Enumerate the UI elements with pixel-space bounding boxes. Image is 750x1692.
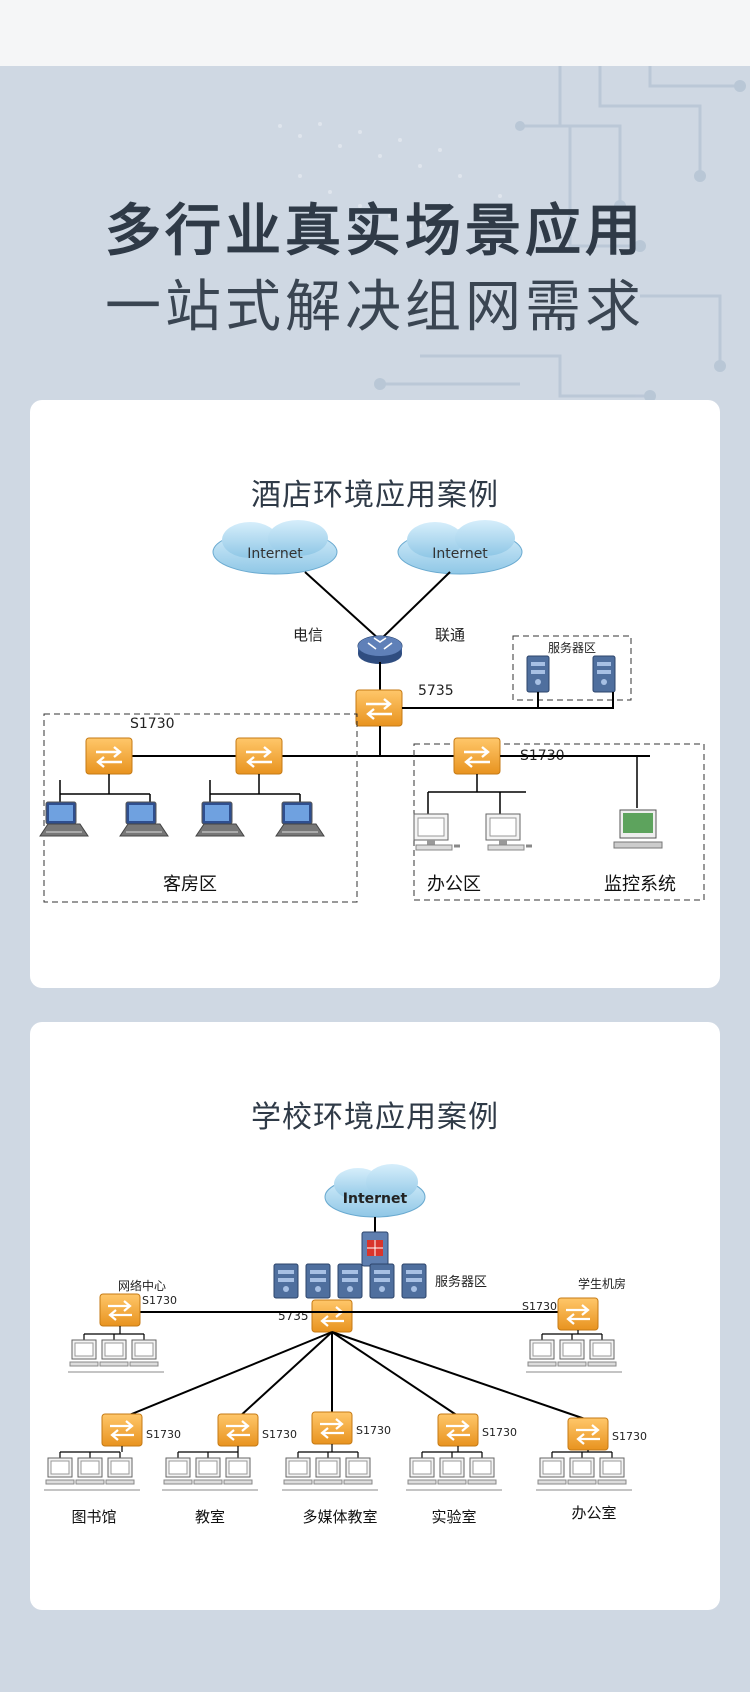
laptop-icon [275, 801, 325, 837]
access-switch-icon [234, 736, 284, 776]
server-zone-box [512, 635, 632, 701]
hotel-case-card: 酒店环境应用案例 [30, 400, 720, 988]
site-multimedia-label: 多媒体教室 [302, 1508, 377, 1526]
switch-label: S1730 [482, 1426, 517, 1439]
server-icon [337, 1263, 363, 1299]
internet-cloud-right: Internet [397, 520, 523, 575]
server-zone-label: 服务器区 [435, 1274, 487, 1290]
server-icon [526, 655, 550, 693]
school-case-title: 学校环境应用案例 [251, 1100, 499, 1135]
switch-icon [100, 1412, 144, 1448]
pc-group [526, 1334, 622, 1372]
server-zone-label: 服务器区 [548, 640, 596, 655]
server-icon [592, 655, 616, 693]
pc-group [68, 1334, 164, 1372]
circuit-decoration [278, 66, 746, 402]
desktop-pc-icon [484, 812, 534, 852]
school-case-card: 学校环境应用案例 [30, 1022, 720, 1610]
monitoring-station-icon [613, 809, 663, 849]
internet-label-right: Internet [432, 546, 488, 562]
core-switch-icon [354, 688, 404, 728]
pc-group [162, 1452, 258, 1490]
desktop-pc-icon [412, 812, 462, 852]
site-classroom-label: 教室 [195, 1508, 225, 1526]
headline-line1: 多行业真实场景应用 [105, 199, 645, 264]
zone-office-label: 办公区 [427, 874, 481, 895]
headline-line2: 一站式解决组网需求 [105, 275, 645, 340]
pc-group [536, 1452, 632, 1490]
internet-label-left: Internet [247, 546, 303, 562]
laptop-icon [119, 801, 169, 837]
access-switch-icon [84, 736, 134, 776]
switch-label: S1730 [142, 1294, 177, 1307]
switch-label: S1730 [262, 1428, 297, 1441]
internet-cloud-left: Internet [212, 520, 338, 575]
core-switch-label: 5735 [418, 683, 454, 699]
router-icon [304, 571, 451, 664]
switch-icon [436, 1412, 480, 1448]
laptop-icon [195, 801, 245, 837]
switch-label: S1730 [146, 1428, 181, 1441]
isp-telecom-label: 电信 [293, 626, 323, 644]
core-switch-icon [310, 1298, 354, 1334]
top-strip [0, 0, 750, 66]
zone-guest-rooms-label: 客房区 [163, 874, 217, 895]
network-center-label: 网络中心 [118, 1278, 166, 1293]
site-lab-label: 实验室 [431, 1508, 476, 1526]
switch-icon [556, 1296, 600, 1332]
internet-cloud: Internet [324, 1164, 426, 1218]
switch-icon [216, 1412, 260, 1448]
internet-label: Internet [343, 1191, 408, 1207]
switch-label: S1730 [522, 1300, 557, 1313]
student-lab-label: 学生机房 [578, 1276, 626, 1291]
hotel-network-diagram: Internet Internet 电信 联通 5735 服务器区 [39, 520, 705, 903]
switch-icon [98, 1292, 142, 1328]
zone-monitoring-label: 监控系统 [604, 874, 676, 895]
access-switch-label-left: S1730 [130, 716, 175, 732]
server-icon [273, 1263, 299, 1299]
server-icon [401, 1263, 427, 1299]
pc-group [406, 1452, 502, 1490]
switch-label: S1730 [356, 1424, 391, 1437]
server-icon [305, 1263, 331, 1299]
hotel-case-title: 酒店环境应用案例 [251, 478, 499, 513]
server-icon [369, 1263, 395, 1299]
pc-group [282, 1452, 378, 1490]
laptop-icon [39, 801, 89, 837]
isp-unicom-label: 联通 [435, 626, 465, 644]
site-office-label: 办公室 [571, 1504, 616, 1522]
site-library-label: 图书馆 [71, 1508, 116, 1526]
firewall-icon [361, 1231, 389, 1267]
switch-label: S1730 [612, 1430, 647, 1443]
switch-icon [310, 1410, 354, 1446]
pc-group [44, 1452, 140, 1490]
access-switch-icon [452, 736, 502, 776]
switch-icon [566, 1416, 610, 1452]
school-network-diagram: Internet 服务器区 5735 网络中心 S1730 学生机房 S1730 [30, 1164, 647, 1526]
